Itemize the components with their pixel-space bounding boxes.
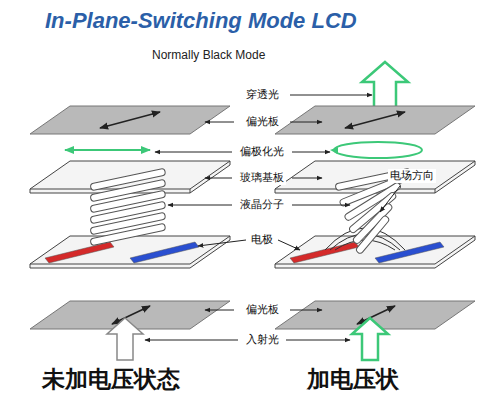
- electrode-bar: [290, 242, 359, 263]
- glass-edge: [275, 236, 475, 264]
- leader-lines: [145, 95, 400, 340]
- incident-light-arrow: [107, 318, 143, 360]
- part-label: 偏光板: [244, 115, 281, 128]
- electrode-bar: [45, 242, 114, 263]
- diagram-title: In-Plane-Switching Mode LCD: [45, 8, 357, 34]
- polarizer-plate: [30, 106, 230, 134]
- part-label: 电极: [249, 233, 275, 246]
- state-caption: 未加电压状态: [40, 366, 182, 394]
- part-label: 偏极化光: [238, 145, 286, 158]
- polarized-light-ellipse-head: [330, 147, 338, 154]
- subtitle: Normally Black Mode: [150, 48, 267, 62]
- glass-substrate: [275, 236, 475, 268]
- transmitted-light-arrow: [362, 62, 408, 108]
- polarized-light-arrow: [65, 149, 150, 151]
- part-label: 入射光: [244, 333, 281, 346]
- glass-edge: [30, 236, 230, 264]
- part-label: 玻璃基板: [238, 171, 286, 184]
- incident-light-arrow: [352, 318, 388, 360]
- polarizer-axis-arrow: [357, 306, 395, 324]
- state-caption: 加电压状: [305, 366, 401, 394]
- polarized-light-ellipse: [334, 142, 422, 158]
- polarizer-axis-arrow: [112, 306, 150, 324]
- polarizer-plate: [275, 106, 475, 134]
- electrode-bar: [130, 242, 199, 263]
- part-label: 液晶分子: [238, 198, 286, 211]
- glass-edge: [435, 189, 436, 193]
- part-label: 偏光板: [244, 303, 281, 316]
- lc-molecules: [90, 168, 166, 246]
- glass-edge: [190, 189, 191, 193]
- part-label: 电场方向: [388, 169, 436, 182]
- glass-substrate: [30, 236, 230, 268]
- polarizer-axis-arrow: [345, 112, 405, 128]
- polarizer-axis-arrow: [100, 112, 160, 128]
- part-label: 穿透光: [244, 88, 281, 101]
